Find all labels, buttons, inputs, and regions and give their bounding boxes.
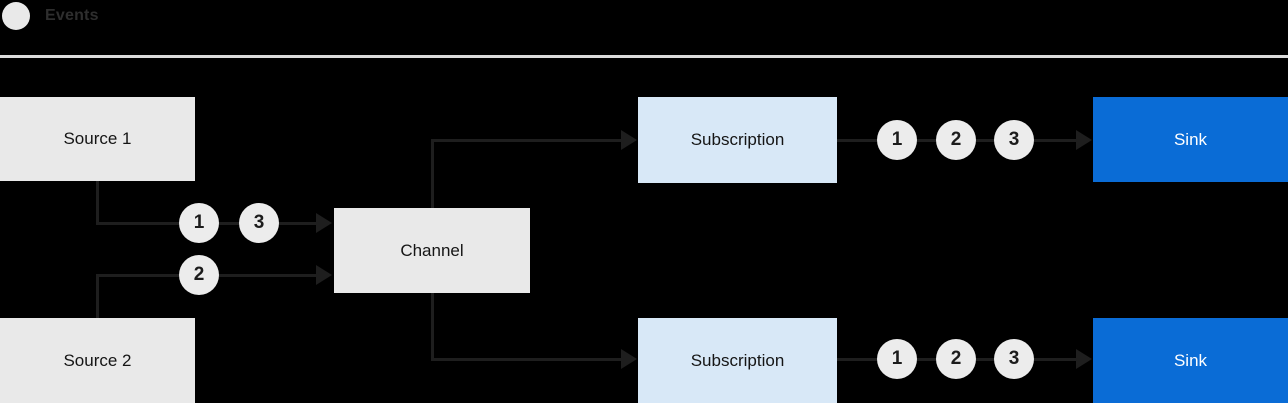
arrowhead-icon-subscription1-to-sink [1076,130,1092,150]
arrowhead-icon-channel-to-subscription1 [621,130,637,150]
event-badge: 1 [877,339,917,379]
node-channel-label: Channel [400,240,464,260]
channel-to-subscription1-vertical [431,140,434,208]
event-badge: 2 [936,339,976,379]
node-sink-2: Sink [1093,318,1288,403]
node-source-1-label: Source 1 [63,129,132,148]
event-badge: 1 [179,203,219,243]
source1-connector-vertical [96,181,99,225]
events-legend-icon [2,2,30,30]
event-badge: 3 [994,120,1034,160]
events-legend-label: Events [45,7,99,24]
node-subscription-2: Subscription [638,318,837,403]
node-subscription-1-label: Subscription [690,130,785,149]
node-sink-1-label: Sink [1173,129,1208,149]
arrowhead-icon-source2-to-channel [316,265,332,285]
node-subscription-1: Subscription [638,97,837,183]
separator-line [0,55,1288,58]
event-badge: 1 [877,120,917,160]
channel-to-subscription2-line [431,358,623,361]
channel-to-subscription1-line [431,139,623,142]
node-subscription-2-label: Subscription [690,350,785,370]
event-badge: 2 [936,120,976,160]
event-badge: 3 [994,339,1034,379]
node-channel: Channel [334,208,530,293]
source2-connector-vertical [96,276,99,318]
arrowhead-icon-channel-to-subscription2 [621,349,637,369]
node-sink-1: Sink [1093,97,1288,182]
event-badge: 2 [179,255,219,295]
channel-to-subscription2-vertical [431,293,434,360]
node-source-2: Source 2 [0,318,195,403]
node-source-2-label: Source 2 [63,350,132,370]
arrowhead-icon-source1-to-channel [316,213,332,233]
event-badge: 3 [239,203,279,243]
arrowhead-icon-subscription2-to-sink [1076,349,1092,369]
node-source-1: Source 1 [0,97,195,181]
node-sink-2-label: Sink [1173,350,1208,370]
